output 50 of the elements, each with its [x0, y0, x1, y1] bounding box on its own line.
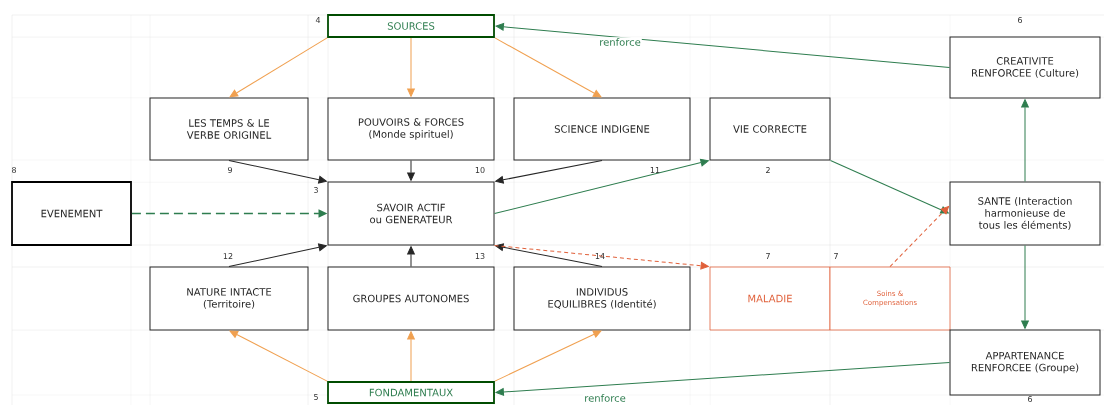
box: SCIENCE INDIGENE: [513, 97, 691, 161]
cell-number: 12: [223, 253, 233, 259]
box: CREATIVITE RENFORCEE (Culture): [949, 36, 1101, 99]
cell-number: 7: [834, 253, 838, 259]
box: NATURE INTACTE (Territoire): [149, 266, 309, 331]
arrow: [228, 160, 327, 184]
cell-number: 10: [475, 166, 485, 174]
edge-label: renforce: [583, 393, 627, 403]
cell-number: 9: [227, 166, 232, 174]
arrow: [407, 331, 415, 382]
arrow: [228, 243, 327, 267]
arrow: [495, 160, 603, 184]
box: FONDAMENTAUX: [327, 381, 495, 404]
box: LES TEMPS & LE VERBE ORIGINEL: [149, 97, 309, 161]
arrow: [494, 37, 602, 98]
box: VIE CORRECTE: [709, 97, 831, 161]
arrow: [407, 37, 415, 97]
arrow: [1021, 245, 1029, 329]
cell-number: 13: [475, 252, 485, 260]
cell-number: 8: [12, 166, 16, 174]
arrow: [494, 158, 709, 214]
arrow: [229, 330, 328, 382]
cell-number: 7: [766, 253, 770, 259]
box: GROUPES AUTONOMES: [327, 266, 495, 331]
box: MALADIE: [709, 266, 831, 331]
cell-number: 11: [650, 167, 660, 173]
box: APPARTENANCE RENFORCEE (Groupe): [949, 329, 1101, 396]
cell-number: 6: [1018, 16, 1023, 24]
cell-number: 3: [314, 186, 318, 194]
box: SOURCES: [327, 14, 495, 38]
box: SANTE (Interaction harmonieuse de tous les éléments): [949, 181, 1101, 246]
cell-number: 4: [315, 17, 321, 23]
cell-number: 5: [314, 394, 318, 400]
arrow: [407, 246, 415, 267]
arrow: [830, 160, 949, 214]
arrow: [1021, 99, 1029, 182]
arrow: [495, 22, 950, 68]
cell-number: 14: [595, 253, 605, 259]
arrow: [407, 160, 415, 181]
box: EVENEMENT: [11, 181, 132, 246]
edge-label: renforce: [598, 37, 642, 47]
box: SAVOIR ACTIF ou GENERATEUR: [327, 181, 495, 246]
arrow: [495, 362, 950, 396]
box: INDIVIDUS EQUILIBRES (Identité): [513, 266, 691, 331]
arrow: [229, 37, 328, 98]
box: POUVOIRS & FORCES (Monde spirituel): [327, 97, 495, 161]
arrow: [494, 245, 709, 270]
arrow: [494, 330, 602, 382]
arrow: [889, 205, 950, 268]
arrow: [495, 243, 603, 267]
